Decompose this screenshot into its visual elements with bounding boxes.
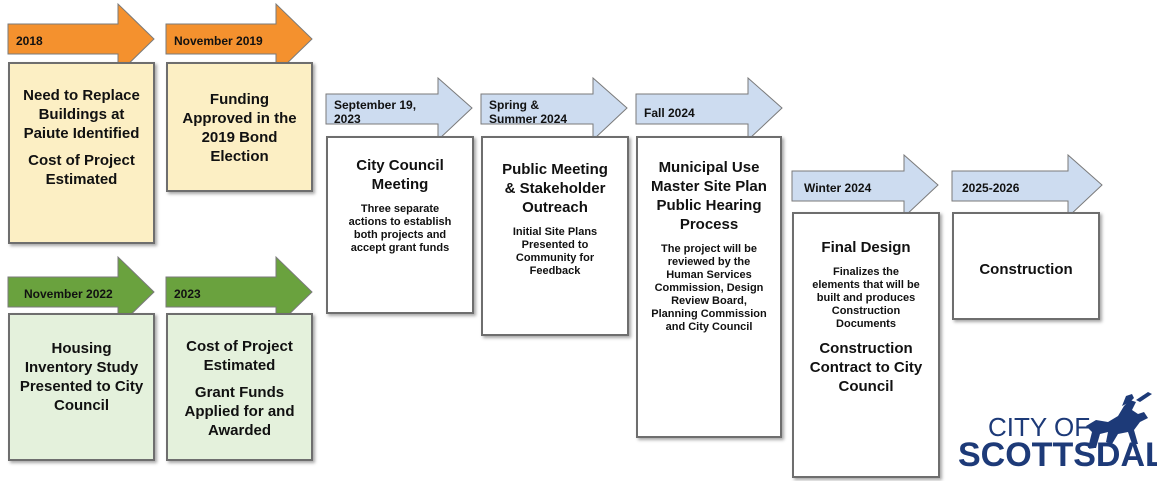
step-detail: Three separate actions to establish both… [348,203,452,254]
arrow-shape [325,76,473,142]
step-title: Municipal Use Master Site Plan Public He… [651,159,767,233]
timeline-arrow-fall-2024: Fall 2024 [635,76,784,142]
timeline-arrow-september-19-2023: September 19, 2023 [325,76,474,142]
timeline-arrow-spring-summer-2024: Spring & Summer 2024 [480,76,629,142]
step-box-fall-2024: Municipal Use Master Site Plan Public He… [636,136,782,438]
timeline-arrow-2018: 2018 [7,2,156,76]
step-date: September 19, 2023 [334,98,417,126]
timeline-arrow-2023: 2023 [165,255,314,329]
step-detail: The project will be reviewed by the Huma… [651,243,767,333]
timeline-arrow-november-2019: November 2019 [165,2,314,76]
step-date: November 2022 [24,287,113,301]
step-extra: Cost of Project Estimated [28,152,135,188]
step-box-spring-summer-2024: Public Meeting & Stakeholder Outreach In… [481,136,629,336]
arrow-shape [951,153,1103,219]
timeline-arrow-winter-2024: Winter 2024 [791,153,940,219]
step-date: Winter 2024 [804,181,872,195]
timeline-arrow-2025-2026: 2025-2026 [951,153,1104,219]
step-date: 2025-2026 [962,181,1020,195]
city-of-scottsdale-logo: CITY OF SCOTTSDALE [958,392,1157,474]
step-date: Fall 2024 [644,106,695,120]
step-box-november-2019: Funding Approved in the 2019 Bond Electi… [166,62,313,192]
step-title: Final Design [821,239,911,256]
arrow-shape [7,255,155,329]
step-box-november-2022: Housing Inventory Study Presented to Cit… [8,313,155,461]
arrow-shape [165,255,313,329]
step-extra: Construction Contract to City Council [809,340,923,395]
step-title: Funding Approved in the 2019 Bond Electi… [182,91,297,165]
arrow-shape [165,2,313,76]
step-date: Spring & Summer 2024 [489,98,568,126]
step-box-winter-2024: Final Design Finalizes the elements that… [792,212,940,478]
step-extra: Grant Funds Applied for and Awarded [184,384,295,439]
bronco-rider-icon [1086,392,1152,448]
step-title: Cost of Project Estimated [186,338,293,374]
arrow-shape [791,153,939,219]
step-title: Public Meeting & Stakeholder Outreach [502,161,608,216]
arrow-shape [480,76,628,142]
step-title: Need to Replace Buildings at Paiute Iden… [23,87,140,142]
step-detail: Initial Site Plans Presented to Communit… [512,226,598,277]
step-box-september-19-2023: City Council Meeting Three separate acti… [326,136,474,314]
step-date: 2018 [16,34,43,48]
step-date: November 2019 [174,34,263,48]
logo-line-2: SCOTTSDALE [958,436,1157,474]
timeline-arrow-november-2022: November 2022 [7,255,156,329]
step-box-2025-2026: Construction [952,212,1100,320]
step-box-2023: Cost of Project Estimated Grant Funds Ap… [166,313,313,461]
step-title: Housing Inventory Study Presented to Cit… [19,340,144,414]
step-title: Construction [979,261,1073,278]
step-date: 2023 [174,287,201,301]
step-box-2018: Need to Replace Buildings at Paiute Iden… [8,62,155,244]
arrow-shape [635,76,783,142]
step-detail: Finalizes the elements that will be buil… [812,266,920,330]
step-title: City Council Meeting [356,157,444,193]
logo-line-1: CITY OF [988,412,1091,442]
arrow-shape [7,2,155,76]
